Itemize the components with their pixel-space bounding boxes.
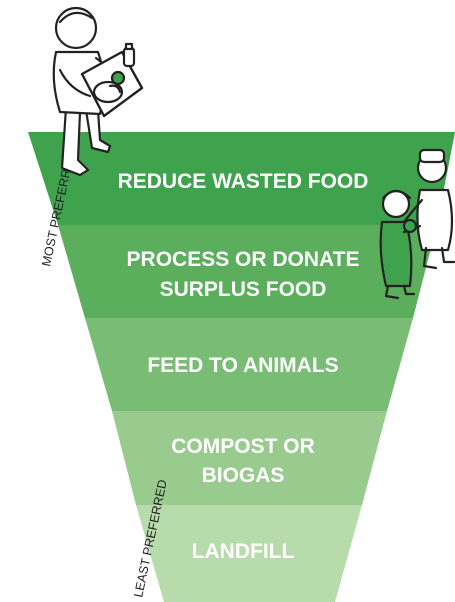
tier-band-1 <box>28 132 455 225</box>
tier-band-2 <box>58 225 437 318</box>
tier-4-label-line1: COMPOST OR <box>171 435 315 458</box>
tier-5-label: LANDFILL <box>192 540 295 563</box>
tier-2-label-line1: PROCESS OR DONATE <box>127 248 360 271</box>
tier-2-label-line2: SURPLUS FOOD <box>160 278 327 301</box>
tier-band-4 <box>112 411 387 505</box>
person-carrying-plate-icon <box>52 6 144 177</box>
tier-4-label-line2: BIOGAS <box>202 464 285 487</box>
tier-band-5 <box>136 505 362 602</box>
tier-3-label: FEED TO ANIMALS <box>147 354 338 377</box>
people-exchanging-food-icon <box>379 148 455 300</box>
tier-1-label: REDUCE WASTED FOOD <box>118 170 369 193</box>
tier-band-3 <box>85 318 413 411</box>
